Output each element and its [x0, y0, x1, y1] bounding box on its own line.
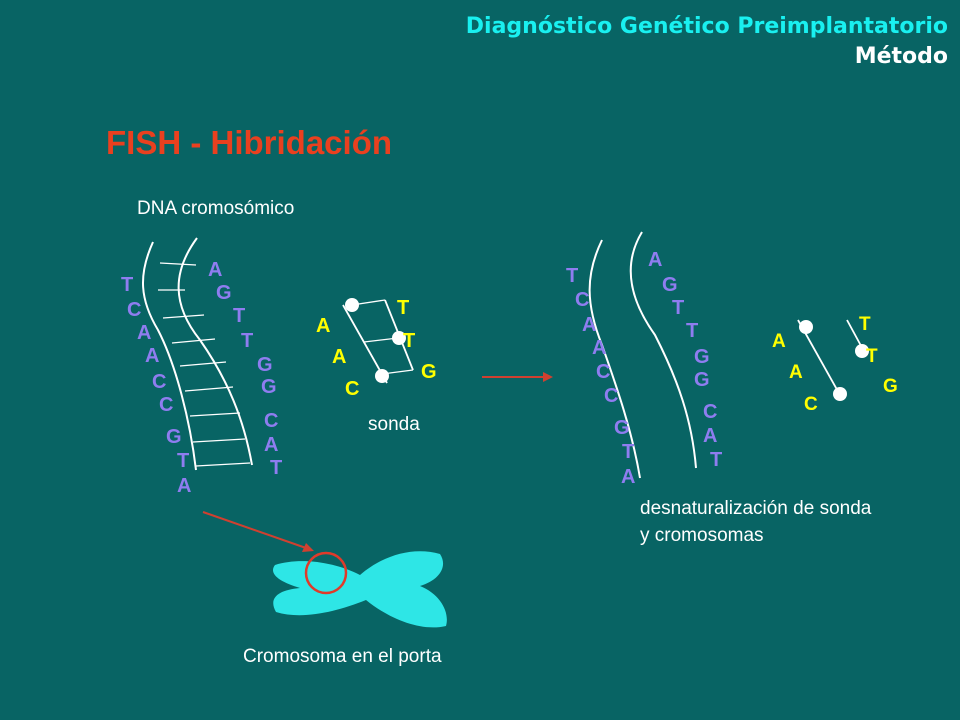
dna-base-right: A: [208, 259, 222, 281]
dna-base-right: G: [261, 376, 277, 398]
dna-base-pair-rung: [179, 361, 227, 367]
denat-base-left: G: [614, 417, 630, 439]
probe2-label-dot: [833, 387, 847, 401]
probe-label-dot: [345, 298, 359, 312]
probe-label-dot: [375, 369, 389, 383]
dna-base-right: T: [241, 330, 253, 352]
pointer-arrowhead: [302, 543, 314, 552]
dna-base-right: C: [264, 410, 278, 432]
denaturation-label: desnaturalización de sonda y cromosomas: [640, 498, 872, 546]
dna-base-pair-rung: [184, 386, 234, 392]
probe2-base-right: T: [866, 346, 878, 367]
denat-base-left: A: [592, 337, 606, 359]
dna-base-pair-rung: [171, 338, 216, 344]
dna-base-right: A: [264, 434, 278, 456]
dna-base-left: G: [166, 426, 182, 448]
denat-strand-right: [629, 231, 697, 469]
denat-base-right: T: [672, 297, 684, 319]
denat-base-right: G: [694, 346, 710, 368]
probe2-base-right: T: [859, 314, 871, 335]
dna-strand-left-backbone: [142, 241, 197, 471]
probe2-base-left: A: [789, 362, 803, 383]
header-subtitle: Método: [854, 44, 948, 69]
dna-base-pair-rung: [192, 438, 246, 443]
dna-base-pair-rung: [159, 262, 197, 266]
dna-base-left: T: [177, 450, 189, 472]
denat-base-left: T: [566, 265, 578, 287]
dna-base-left: A: [145, 345, 159, 367]
probe2-base-left: C: [804, 394, 818, 415]
dna-base-left: T: [121, 274, 133, 296]
chromosome-shape: [272, 551, 447, 628]
probe2-label-dot: [855, 344, 869, 358]
probe2-base-left: A: [772, 331, 786, 352]
dna-base-left: C: [159, 394, 173, 416]
denat-base-right: C: [703, 401, 717, 423]
dna-base-left: C: [152, 371, 166, 393]
probe-base-left: A: [316, 315, 330, 337]
dna-base-pair-rung: [195, 462, 251, 467]
dna-base-pair-rung: [162, 314, 205, 319]
denat-base-right: G: [694, 369, 710, 391]
denat-base-right: A: [648, 249, 662, 271]
denat-base-left: C: [604, 385, 618, 407]
dna-base-left: A: [177, 475, 191, 497]
denat-base-left: A: [582, 314, 596, 336]
dna-base-left: A: [137, 322, 151, 344]
probe-label-dot: [392, 331, 406, 345]
denat-base-right: T: [686, 320, 698, 342]
highlight-circle: [304, 551, 348, 595]
dna-base-right: T: [270, 457, 282, 479]
chromosome-label: Cromosoma en el porta: [243, 646, 442, 667]
slide-title: FISH - Hibridación: [106, 124, 393, 161]
dna-label: DNA cromosómico: [137, 198, 295, 219]
probe-base-left: A: [332, 346, 346, 368]
dna-base-right: G: [257, 354, 273, 376]
denat-strand-left: [588, 239, 641, 479]
denat-base-right: G: [662, 274, 678, 296]
probe-base-right: T: [403, 330, 415, 352]
denat-base-left: C: [596, 361, 610, 383]
dna-base-pair-rung: [189, 412, 241, 417]
denat-base-right: T: [710, 449, 722, 471]
denat-base-right: A: [703, 425, 717, 447]
chromosome-body: [272, 551, 447, 628]
dna-base-right: T: [233, 305, 245, 327]
dna-base-left: C: [127, 299, 141, 321]
pointer-arrow: [202, 511, 307, 549]
process-arrowhead: [543, 372, 553, 382]
denat-base-left: C: [575, 289, 589, 311]
probe-label: sonda: [368, 414, 420, 435]
probe2-label-dot: [799, 320, 813, 334]
denat-base-left: T: [622, 441, 634, 463]
probe-base-right: T: [397, 297, 409, 319]
probe-base-right: G: [421, 361, 437, 383]
probe2-base-right: G: [883, 376, 898, 397]
probe-left-group: [342, 298, 414, 384]
header-title: Diagnóstico Genético Preimplantatorio: [465, 14, 948, 39]
denat-base-left: A: [621, 466, 635, 488]
dna-base-right: G: [216, 282, 232, 304]
probe-base-left: C: [345, 378, 359, 400]
